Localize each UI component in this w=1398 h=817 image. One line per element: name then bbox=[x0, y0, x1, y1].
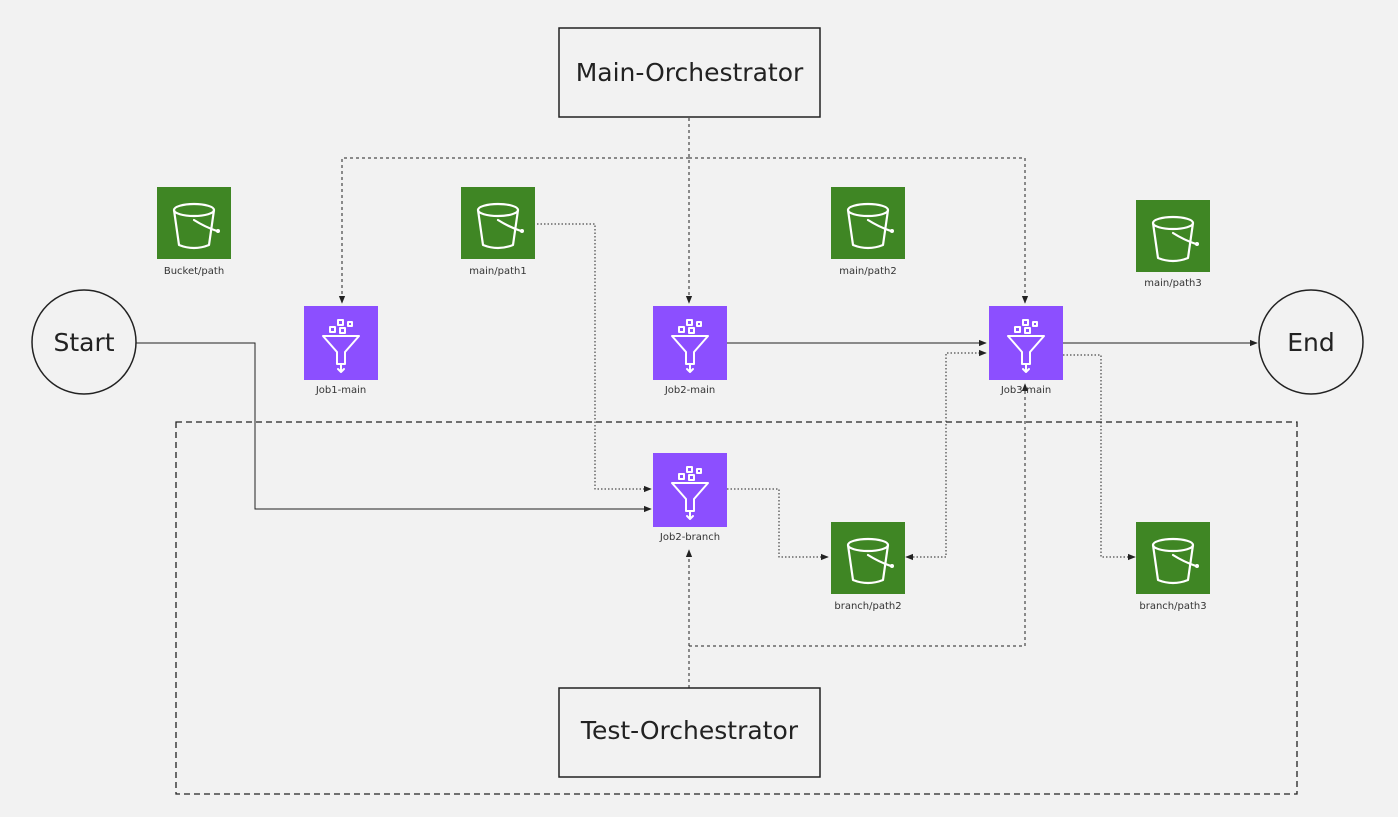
job-job2-branch-label: Job2-branch bbox=[659, 532, 720, 543]
start-label: Start bbox=[53, 328, 114, 357]
s3-bucket-icon bbox=[459, 185, 537, 261]
s3-bucket-icon bbox=[1134, 520, 1212, 596]
job-job1-main[interactable]: Job1-main bbox=[303, 305, 379, 396]
end-node[interactable]: End bbox=[1258, 289, 1364, 395]
test-orchestrator-box[interactable]: Test-Orchestrator bbox=[558, 687, 821, 778]
connector-job3-main-to-branch-path3 bbox=[1063, 354, 1136, 561]
s3-bucket-icon bbox=[155, 185, 233, 261]
bucket-main-path1-label: main/path1 bbox=[469, 266, 526, 277]
test-environment-boundary bbox=[175, 421, 1298, 795]
main-orchestrator-box[interactable]: Main-Orchestrator bbox=[558, 27, 821, 118]
job-job3-main[interactable]: Job3-main bbox=[988, 305, 1064, 396]
bucket-bucket-path-label: Bucket/path bbox=[164, 266, 224, 277]
s3-bucket-icon bbox=[829, 185, 907, 261]
connector-main-orchestrator-to-job3-main bbox=[689, 157, 1029, 304]
bucket-branch-path3[interactable]: branch/path3 bbox=[1134, 520, 1212, 612]
bucket-main-path3-label: main/path3 bbox=[1144, 278, 1201, 289]
job-job2-branch[interactable]: Job2-branch bbox=[652, 452, 728, 543]
job-job3-main-label: Job3-main bbox=[1000, 385, 1051, 396]
bucket-branch-path2[interactable]: branch/path2 bbox=[829, 520, 907, 612]
connector-branch-path2-to-job3-main bbox=[905, 349, 987, 561]
connector-test-orchestrator-to-job3-main bbox=[689, 383, 1029, 647]
start-node[interactable]: Start bbox=[31, 289, 137, 395]
connector-main-path1-to-job2-branch bbox=[537, 223, 652, 493]
bucket-main-path2-label: main/path2 bbox=[839, 266, 896, 277]
bucket-branch-path3-label: branch/path3 bbox=[1139, 601, 1206, 612]
glue-funnel-icon bbox=[303, 305, 379, 381]
bucket-main-path2[interactable]: main/path2 bbox=[829, 185, 907, 277]
s3-bucket-icon bbox=[829, 520, 907, 596]
job-job2-main[interactable]: Job2-main bbox=[652, 305, 728, 396]
bucket-branch-path2-label: branch/path2 bbox=[834, 601, 901, 612]
glue-funnel-icon bbox=[988, 305, 1064, 381]
bucket-main-path3[interactable]: main/path3 bbox=[1134, 198, 1212, 289]
connector-start-to-job2-branch bbox=[135, 342, 652, 513]
job-job2-main-label: Job2-main bbox=[664, 385, 715, 396]
test-orchestrator-label: Test-Orchestrator bbox=[580, 716, 799, 745]
s3-bucket-icon bbox=[1134, 198, 1212, 274]
connector-job2-branch-to-branch-path2 bbox=[727, 488, 829, 561]
glue-funnel-icon bbox=[652, 305, 728, 381]
main-orchestrator-label: Main-Orchestrator bbox=[576, 58, 804, 87]
connector-main-orchestrator-to-job1-main bbox=[338, 157, 689, 304]
job-job1-main-label: Job1-main bbox=[315, 385, 366, 396]
bucket-bucket-path[interactable]: Bucket/path bbox=[155, 185, 233, 277]
bucket-main-path1[interactable]: main/path1 bbox=[459, 185, 537, 277]
glue-funnel-icon bbox=[652, 452, 728, 528]
end-label: End bbox=[1287, 328, 1335, 357]
